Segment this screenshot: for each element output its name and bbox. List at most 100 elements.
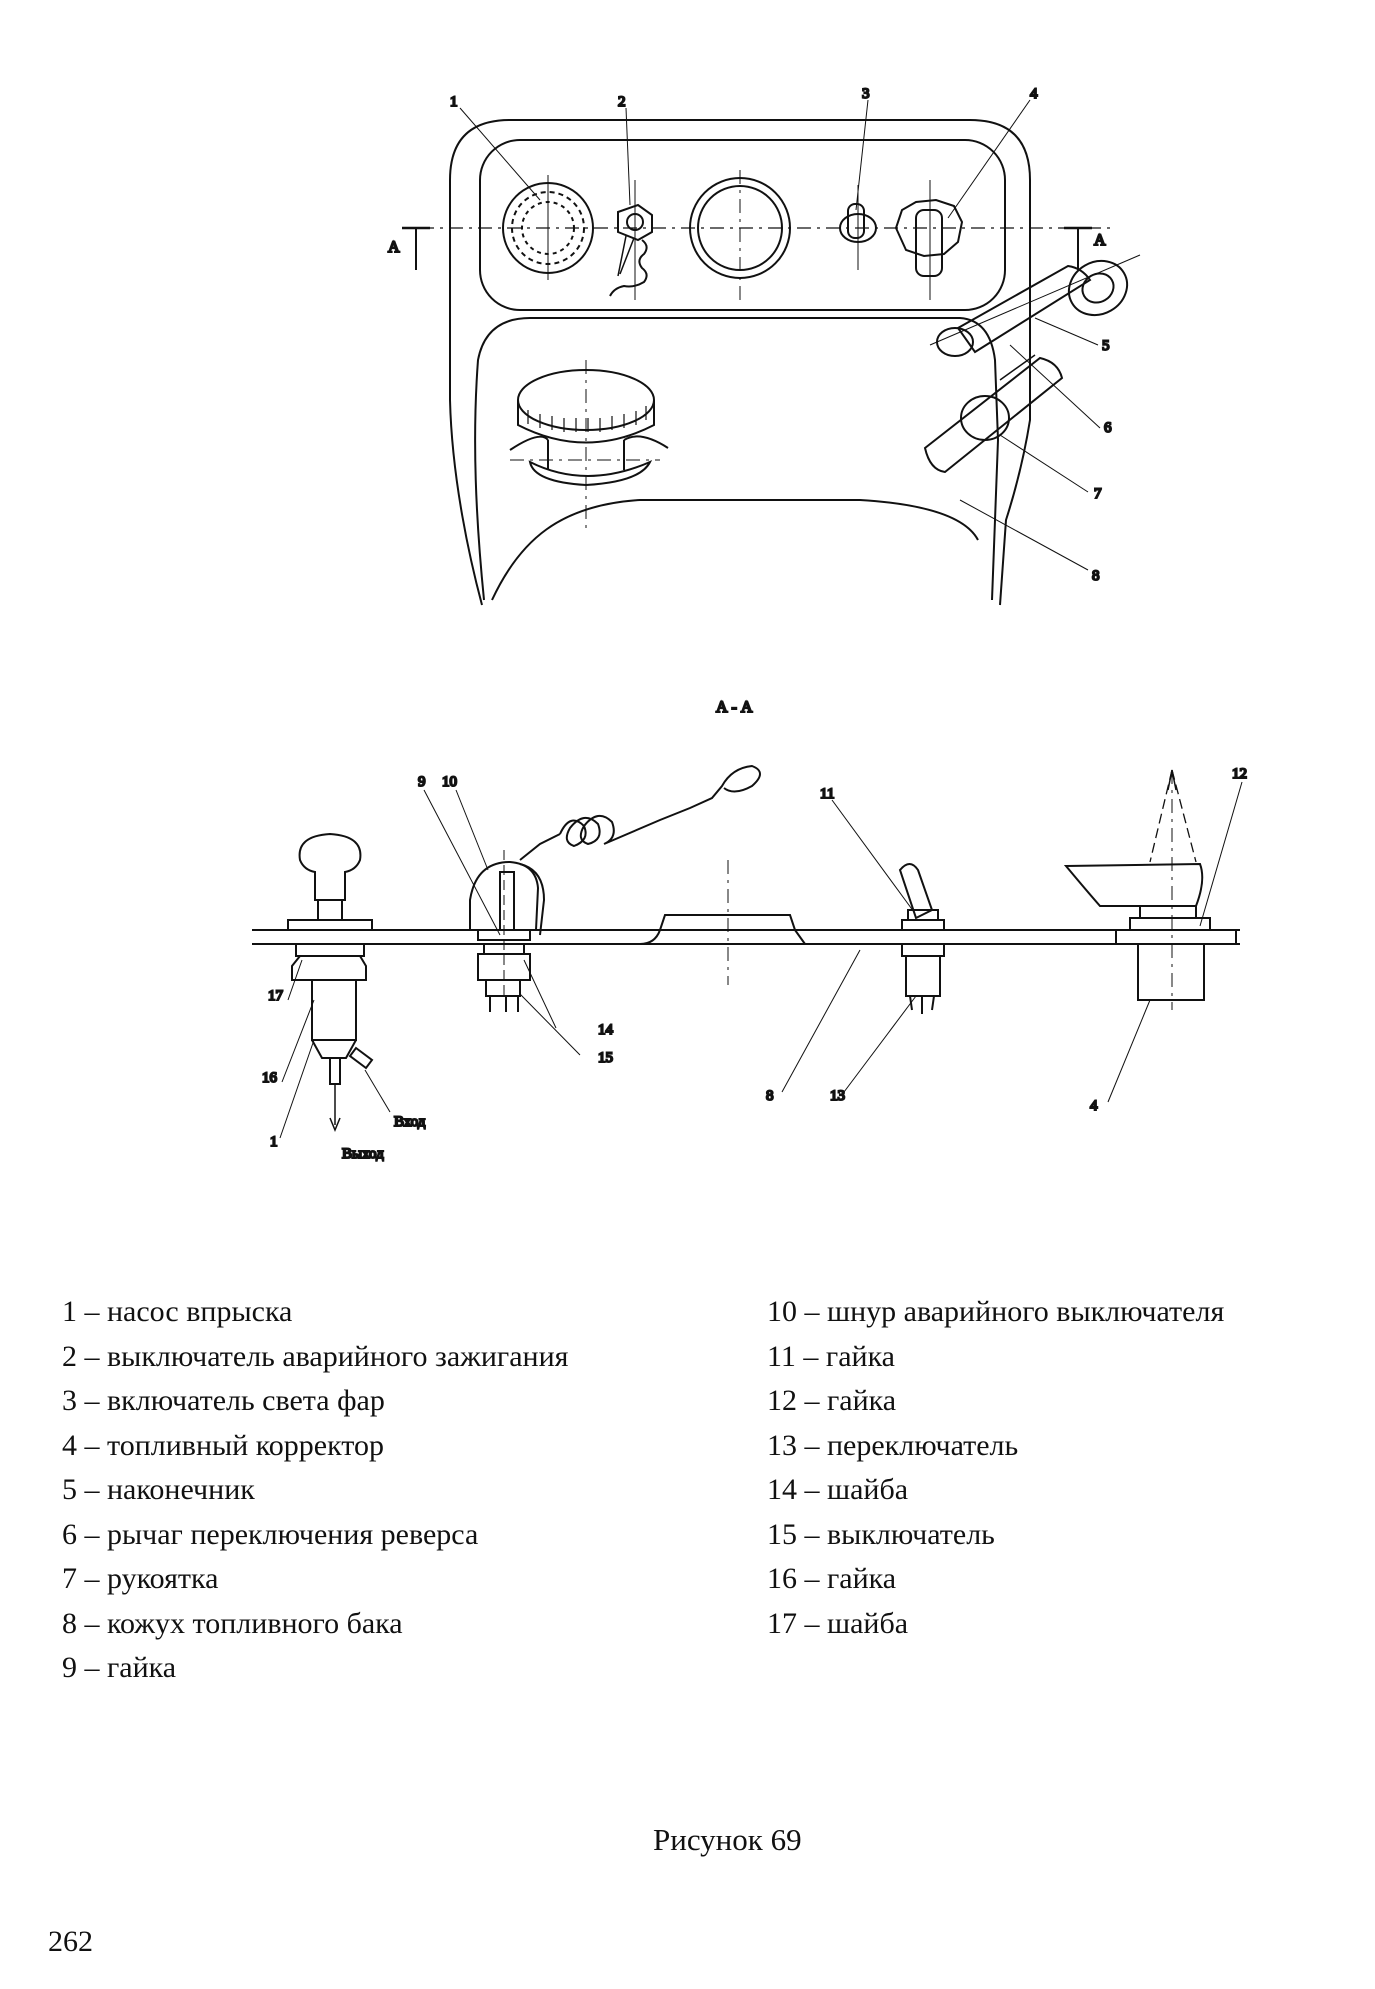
legend-number: 3 <box>62 1384 77 1417</box>
gauge <box>689 170 791 305</box>
callout-4-section: 4 <box>1090 1098 1098 1114</box>
callout-3: 3 <box>862 86 870 102</box>
injection-pump-gauge <box>502 175 594 280</box>
emergency-switch-section <box>469 764 761 1012</box>
plan-leaders <box>459 99 1101 571</box>
callout-13: 13 <box>830 1088 845 1104</box>
housing-outline <box>449 119 1031 606</box>
callout-11: 11 <box>820 786 834 802</box>
reverse-lever <box>923 254 1141 474</box>
callout-12: 12 <box>1232 766 1247 782</box>
legend-item: 2 – выключатель аварийного зажигания <box>62 1335 568 1380</box>
legend-item: 14 – шайба <box>767 1468 1224 1513</box>
legend-item: 15 – выключатель <box>767 1513 1224 1558</box>
callout-17: 17 <box>268 988 284 1004</box>
callout-16: 16 <box>262 1070 278 1086</box>
legend-number: 6 <box>62 1517 77 1551</box>
legend-number: 16 <box>767 1562 797 1595</box>
legend-text: рукоятка <box>107 1562 219 1595</box>
fuel-corrector <box>894 180 964 300</box>
callout-8: 8 <box>1092 568 1100 584</box>
legend-separator: – <box>77 1428 107 1462</box>
legend-text: шнур аварийного выключателя <box>827 1295 1225 1328</box>
callout-9: 9 <box>418 774 426 790</box>
legend-separator: – <box>797 1562 827 1595</box>
legend-text: гайка <box>827 1384 897 1417</box>
legend-number: 2 <box>62 1339 77 1373</box>
legend-number: 13 <box>767 1428 797 1462</box>
legend-number: 17 <box>767 1606 797 1640</box>
callout-1: 1 <box>450 94 458 110</box>
legend-separator: – <box>77 1384 107 1417</box>
legend-number: 14 <box>767 1473 797 1506</box>
section-mark-left: А <box>388 239 400 256</box>
legend-item: 11 – гайка <box>767 1335 1224 1380</box>
legend-separator: – <box>797 1295 827 1328</box>
figure-caption: Рисунок 69 <box>653 1822 802 1857</box>
technical-drawing: 1 2 3 4 5 6 7 8 А А А - А <box>252 85 1248 1163</box>
legend-item: 12 – гайка <box>767 1379 1224 1424</box>
lower-opening <box>474 317 1000 601</box>
toggle-switch <box>898 863 945 1014</box>
inlet-label: Вход <box>394 1114 426 1130</box>
outlet-label: Выход <box>342 1146 384 1162</box>
legend-item: 17 – шайба <box>767 1602 1224 1647</box>
legend-text: гайка <box>827 1562 897 1595</box>
legend-text: выключатель <box>827 1517 995 1551</box>
fuel-filler-cap <box>509 360 669 530</box>
legend-separator: – <box>797 1384 827 1417</box>
legend-number: 11 <box>767 1339 796 1373</box>
legend-number: 5 <box>62 1473 77 1506</box>
plan-view: 1 2 3 4 5 6 7 8 А А <box>387 85 1141 606</box>
legend-text: переключатель <box>827 1428 1019 1462</box>
legend-item: 10 – шнур аварийного выключателя <box>767 1290 1224 1335</box>
headlight-switch <box>839 185 877 270</box>
legend-number: 12 <box>767 1384 797 1417</box>
section-mark-right: А <box>1094 232 1106 249</box>
legend-separator: – <box>797 1606 827 1640</box>
legend-separator: – <box>77 1606 107 1640</box>
legend-number: 4 <box>62 1428 77 1462</box>
legend-separator: – <box>77 1517 107 1551</box>
callout-7: 7 <box>1094 486 1102 502</box>
legend-text: гайка <box>825 1339 896 1373</box>
legend-item: 16 – гайка <box>767 1557 1224 1602</box>
callout-10: 10 <box>442 774 457 790</box>
legend-number: 15 <box>767 1517 797 1551</box>
callout-5: 5 <box>1102 338 1110 354</box>
legend-separator: – <box>77 1295 107 1328</box>
emergency-switch <box>609 180 653 300</box>
callout-2: 2 <box>618 94 626 110</box>
callout-15: 15 <box>598 1050 613 1066</box>
legend-item: 8 – кожух топливного бака <box>62 1602 568 1647</box>
callout-14: 14 <box>598 1022 614 1038</box>
legend-number: 8 <box>62 1606 77 1640</box>
legend-item: 1 – насос впрыска <box>62 1290 568 1335</box>
section-leaders <box>279 781 1243 1139</box>
legend-item: 7 – рукоятка <box>62 1557 568 1602</box>
fuel-corrector-section <box>1063 769 1237 1010</box>
legend-item: 3 – включатель света фар <box>62 1379 568 1424</box>
legend-text: шайба <box>827 1606 909 1640</box>
legend-text: топливный корректор <box>107 1428 384 1462</box>
legend-separator: – <box>797 1428 827 1462</box>
legend-item: 13 – переключатель <box>767 1424 1224 1469</box>
legend-number: 9 <box>62 1651 77 1684</box>
legend-separator: – <box>77 1473 107 1506</box>
legend-separator: – <box>797 1517 827 1551</box>
injection-pump <box>287 832 374 1132</box>
legend-separator: – <box>797 1473 827 1506</box>
callout-6: 6 <box>1104 420 1112 436</box>
instrument-panel <box>479 139 1006 311</box>
legend-number: 1 <box>62 1295 77 1328</box>
legend-text: шайба <box>827 1473 909 1506</box>
legend-item: 4 – топливный корректор <box>62 1424 568 1469</box>
callout-8-section: 8 <box>766 1088 774 1104</box>
legend-item: 5 – наконечник <box>62 1468 568 1513</box>
legend-text: наконечник <box>107 1473 255 1506</box>
legend-separator: – <box>77 1651 107 1684</box>
callout-4: 4 <box>1030 86 1038 102</box>
legend-text: включатель света фар <box>107 1384 385 1417</box>
